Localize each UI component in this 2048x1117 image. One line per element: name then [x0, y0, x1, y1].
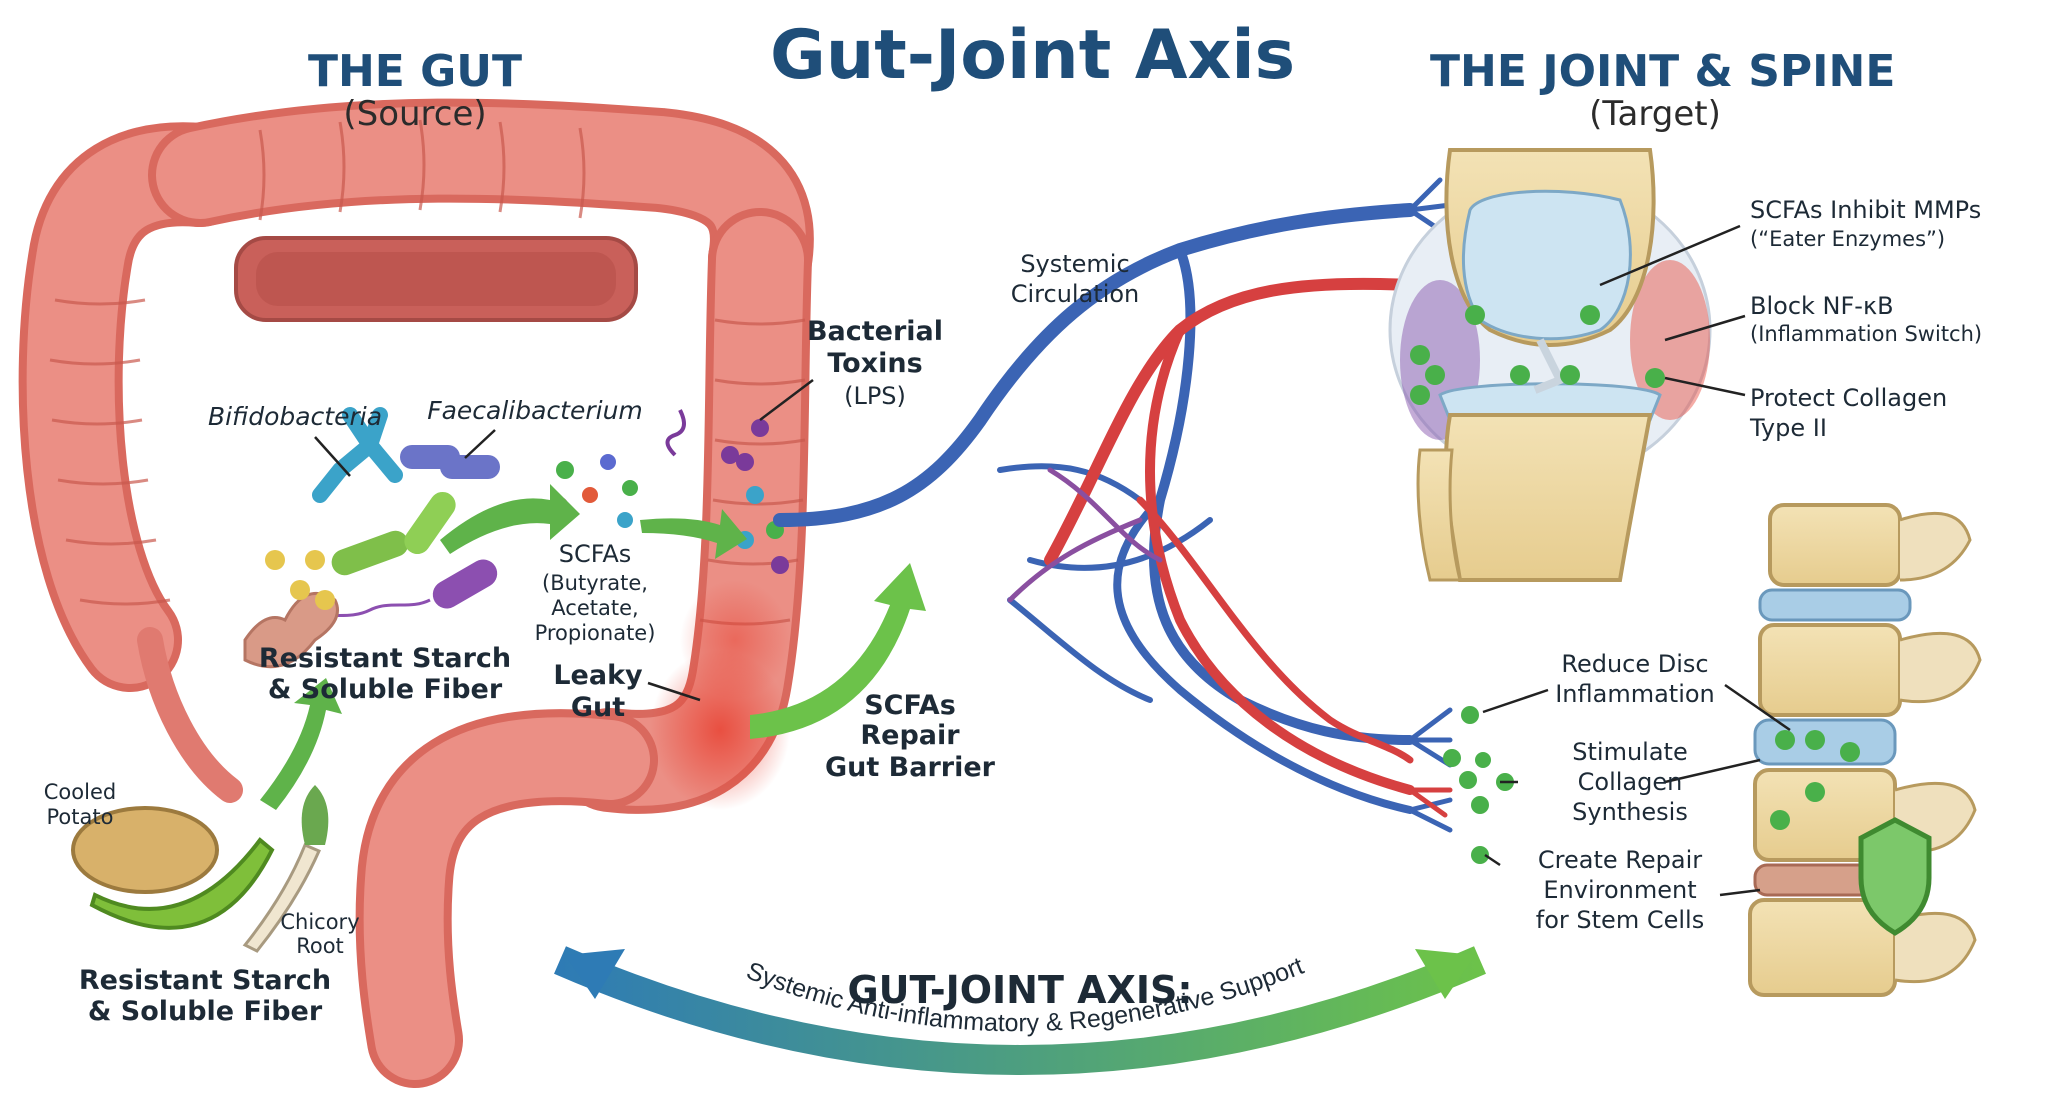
joint-header: THE JOINT & SPINE: [1430, 46, 1896, 97]
bifidobacteria-label: Bifidobacteria: [207, 402, 383, 431]
leaky-gut-line2: Gut: [570, 692, 626, 723]
toxins-line1: Bacterial: [806, 316, 944, 347]
blood-vessels: [773, 177, 1453, 833]
axis-banner-title: GUT-JOINT AXIS:: [847, 968, 1193, 1012]
food-illustrations: [71, 785, 329, 953]
green-arrows: [260, 484, 926, 810]
circulation-line2: Circulation: [1010, 280, 1140, 308]
stim-line2: Collagen: [1577, 768, 1683, 796]
repair-line1: SCFAs: [864, 690, 956, 721]
stim-line3: Synthesis: [1572, 798, 1688, 826]
repair-line3: Gut Barrier: [824, 752, 995, 783]
disc-line2: Inflammation: [1555, 680, 1715, 708]
leader-lines: [314, 224, 1791, 897]
starch-bottom-line1: Resistant Starch: [78, 965, 332, 996]
starch-granules: [243, 550, 339, 669]
nfkb-line2: (Inflammation Switch): [1750, 322, 1983, 346]
scfas-line1: (Butyrate,: [542, 571, 648, 595]
mmp-line1: SCFAs Inhibit MMPs: [1750, 196, 1982, 224]
nfkb-line1: Block NF-κB: [1750, 292, 1894, 320]
scfas-line3: Propionate): [534, 621, 656, 645]
axis-arc-arrow: [554, 946, 1486, 1075]
gut-subheader: (Source): [343, 94, 487, 134]
bacteria-cluster: [312, 407, 500, 620]
mmp-line2: (“Eater Enzymes”): [1750, 227, 1946, 251]
spine: [1748, 503, 1982, 997]
env-line1: Create Repair: [1537, 846, 1703, 874]
repair-line2: Repair: [860, 720, 960, 751]
env-line2: Environment: [1543, 876, 1697, 904]
stim-line1: Stimulate: [1572, 738, 1688, 766]
collagen-line2: Type II: [1750, 414, 1827, 442]
collagen-line1: Protect Collagen: [1750, 384, 1948, 412]
knee-joint: [1388, 148, 1712, 582]
joint-subheader: (Target): [1589, 94, 1721, 134]
starch-mid-line2: & Soluble Fiber: [267, 674, 503, 705]
potato-line1: Cooled: [43, 780, 117, 804]
starch-bottom-line2: & Soluble Fiber: [87, 996, 323, 1027]
env-line3: for Stem Cells: [1535, 906, 1705, 934]
leaky-gut-line1: Leaky: [553, 660, 643, 691]
scfas-line2: Acetate,: [551, 596, 639, 620]
circulation-line1: Systemic: [1020, 250, 1130, 278]
toxins-line2: Toxins: [827, 348, 923, 379]
colon-illustration: [18, 98, 814, 1088]
potato-line2: Potato: [46, 805, 114, 829]
spine-scfa-dots: [1443, 706, 1514, 864]
gut-header: THE GUT: [307, 46, 523, 97]
scfas-title: SCFAs: [558, 540, 632, 568]
chicory-line2: Root: [296, 934, 344, 958]
toxins-line3: (LPS): [844, 382, 906, 410]
disc-line1: Reduce Disc: [1561, 650, 1709, 678]
chicory-line1: Chicory: [280, 910, 360, 934]
faecalibacterium-label: Faecalibacterium: [427, 396, 643, 425]
starch-mid-line1: Resistant Starch: [258, 643, 512, 674]
page-title: Gut-Joint Axis: [770, 16, 1296, 95]
